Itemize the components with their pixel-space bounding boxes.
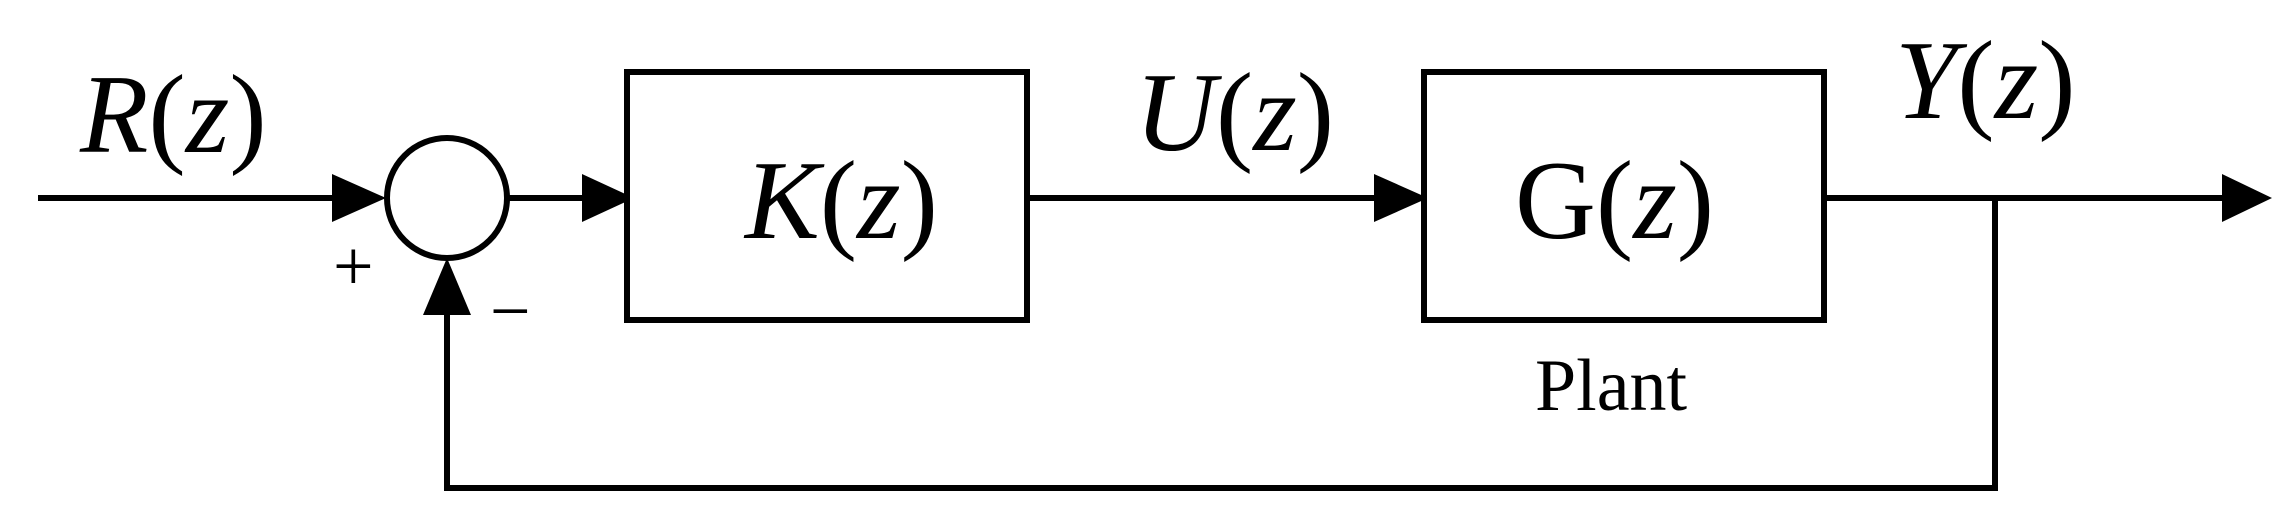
- control-arrowhead: [1374, 174, 1428, 222]
- controller-label: K(z): [743, 139, 938, 263]
- plant-label: G(z): [1515, 139, 1714, 263]
- minus-sign: −: [490, 271, 531, 351]
- reference-label: R(z): [79, 53, 267, 177]
- plant-block: [1421, 69, 1827, 323]
- feedback-path: [444, 198, 1998, 491]
- feedback-arrowhead: [423, 258, 471, 315]
- output-label: Y(z): [1895, 19, 2075, 143]
- summing-junction: [384, 135, 510, 261]
- control-label: U(z): [1135, 51, 1334, 175]
- error-arrowhead: [582, 174, 634, 222]
- plant-caption: Plant: [1535, 345, 1688, 427]
- plus-sign: +: [333, 226, 374, 306]
- output-arrowhead: [2222, 174, 2272, 222]
- controller-block: [624, 69, 1030, 323]
- input-arrowhead: [332, 174, 386, 222]
